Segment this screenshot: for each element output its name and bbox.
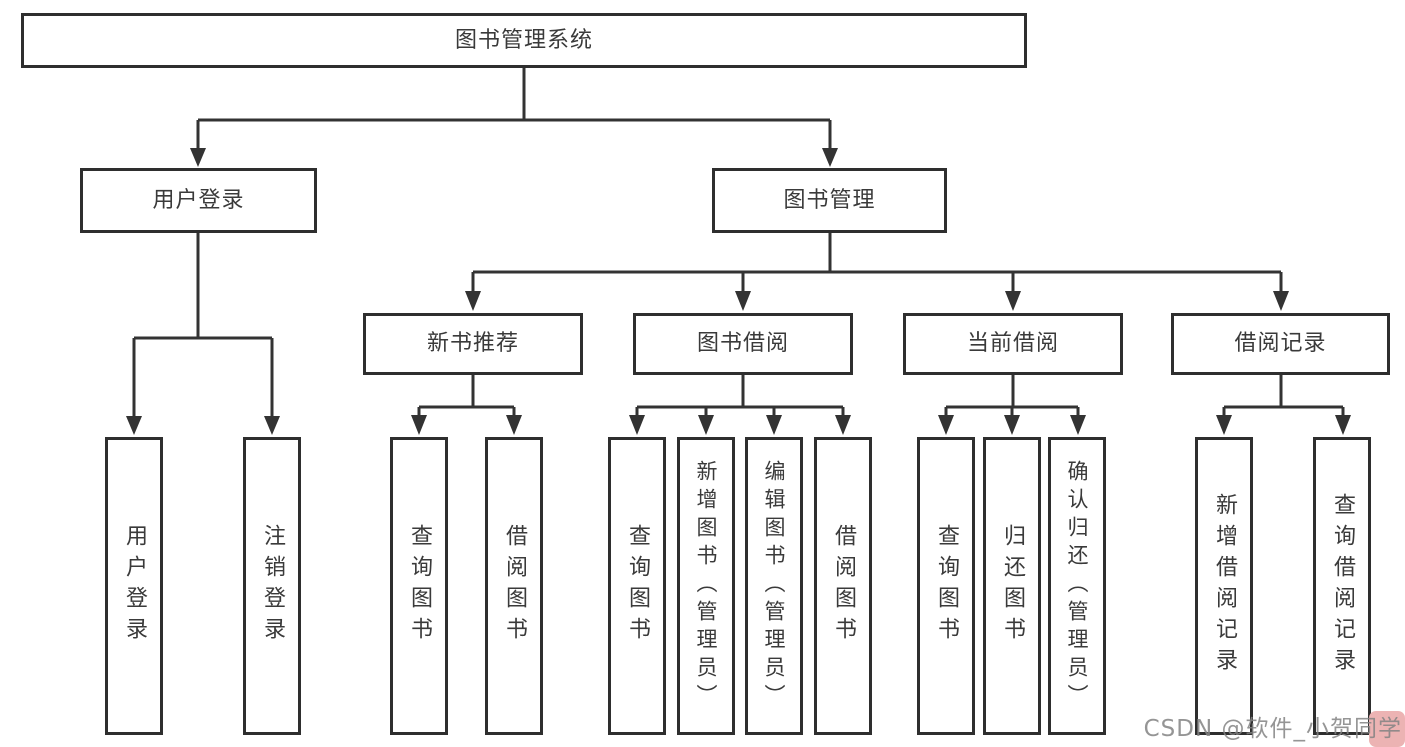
leaf-logout: 注销登录 [243, 437, 301, 735]
leaf-record-query-borrow-record: 查询借阅记录 [1313, 437, 1371, 735]
leaf-record-add-borrow-record: 新增借阅记录 [1195, 437, 1253, 735]
leaf-borrow-add-books-admin: 新增图书（管理员） [677, 437, 735, 735]
leaf-newbook-query-books: 查询图书 [390, 437, 448, 735]
leaf-current-confirm-return-admin: 确认归还（管理员） [1048, 437, 1106, 735]
leaf-user-login: 用户登录 [105, 437, 163, 735]
leaf-borrow-borrow-books: 借阅图书 [814, 437, 872, 735]
node-root-library-system: 图书管理系统 [21, 13, 1027, 68]
leaf-current-query-books: 查询图书 [917, 437, 975, 735]
leaf-current-return-books: 归还图书 [983, 437, 1041, 735]
watermark-badge [1369, 711, 1405, 747]
node-user-login: 用户登录 [80, 168, 317, 233]
node-current-borrow: 当前借阅 [903, 313, 1123, 375]
node-book-management: 图书管理 [712, 168, 947, 233]
leaf-borrow-query-books: 查询图书 [608, 437, 666, 735]
leaf-newbook-borrow-books: 借阅图书 [485, 437, 543, 735]
leaf-borrow-edit-books-admin: 编辑图书（管理员） [745, 437, 803, 735]
watermark-text: CSDN @软件_小贺同学 [1143, 716, 1402, 742]
node-book-borrow: 图书借阅 [633, 313, 853, 375]
node-new-book-recommend: 新书推荐 [363, 313, 583, 375]
node-borrow-record: 借阅记录 [1171, 313, 1390, 375]
arrowheads [126, 148, 1351, 435]
